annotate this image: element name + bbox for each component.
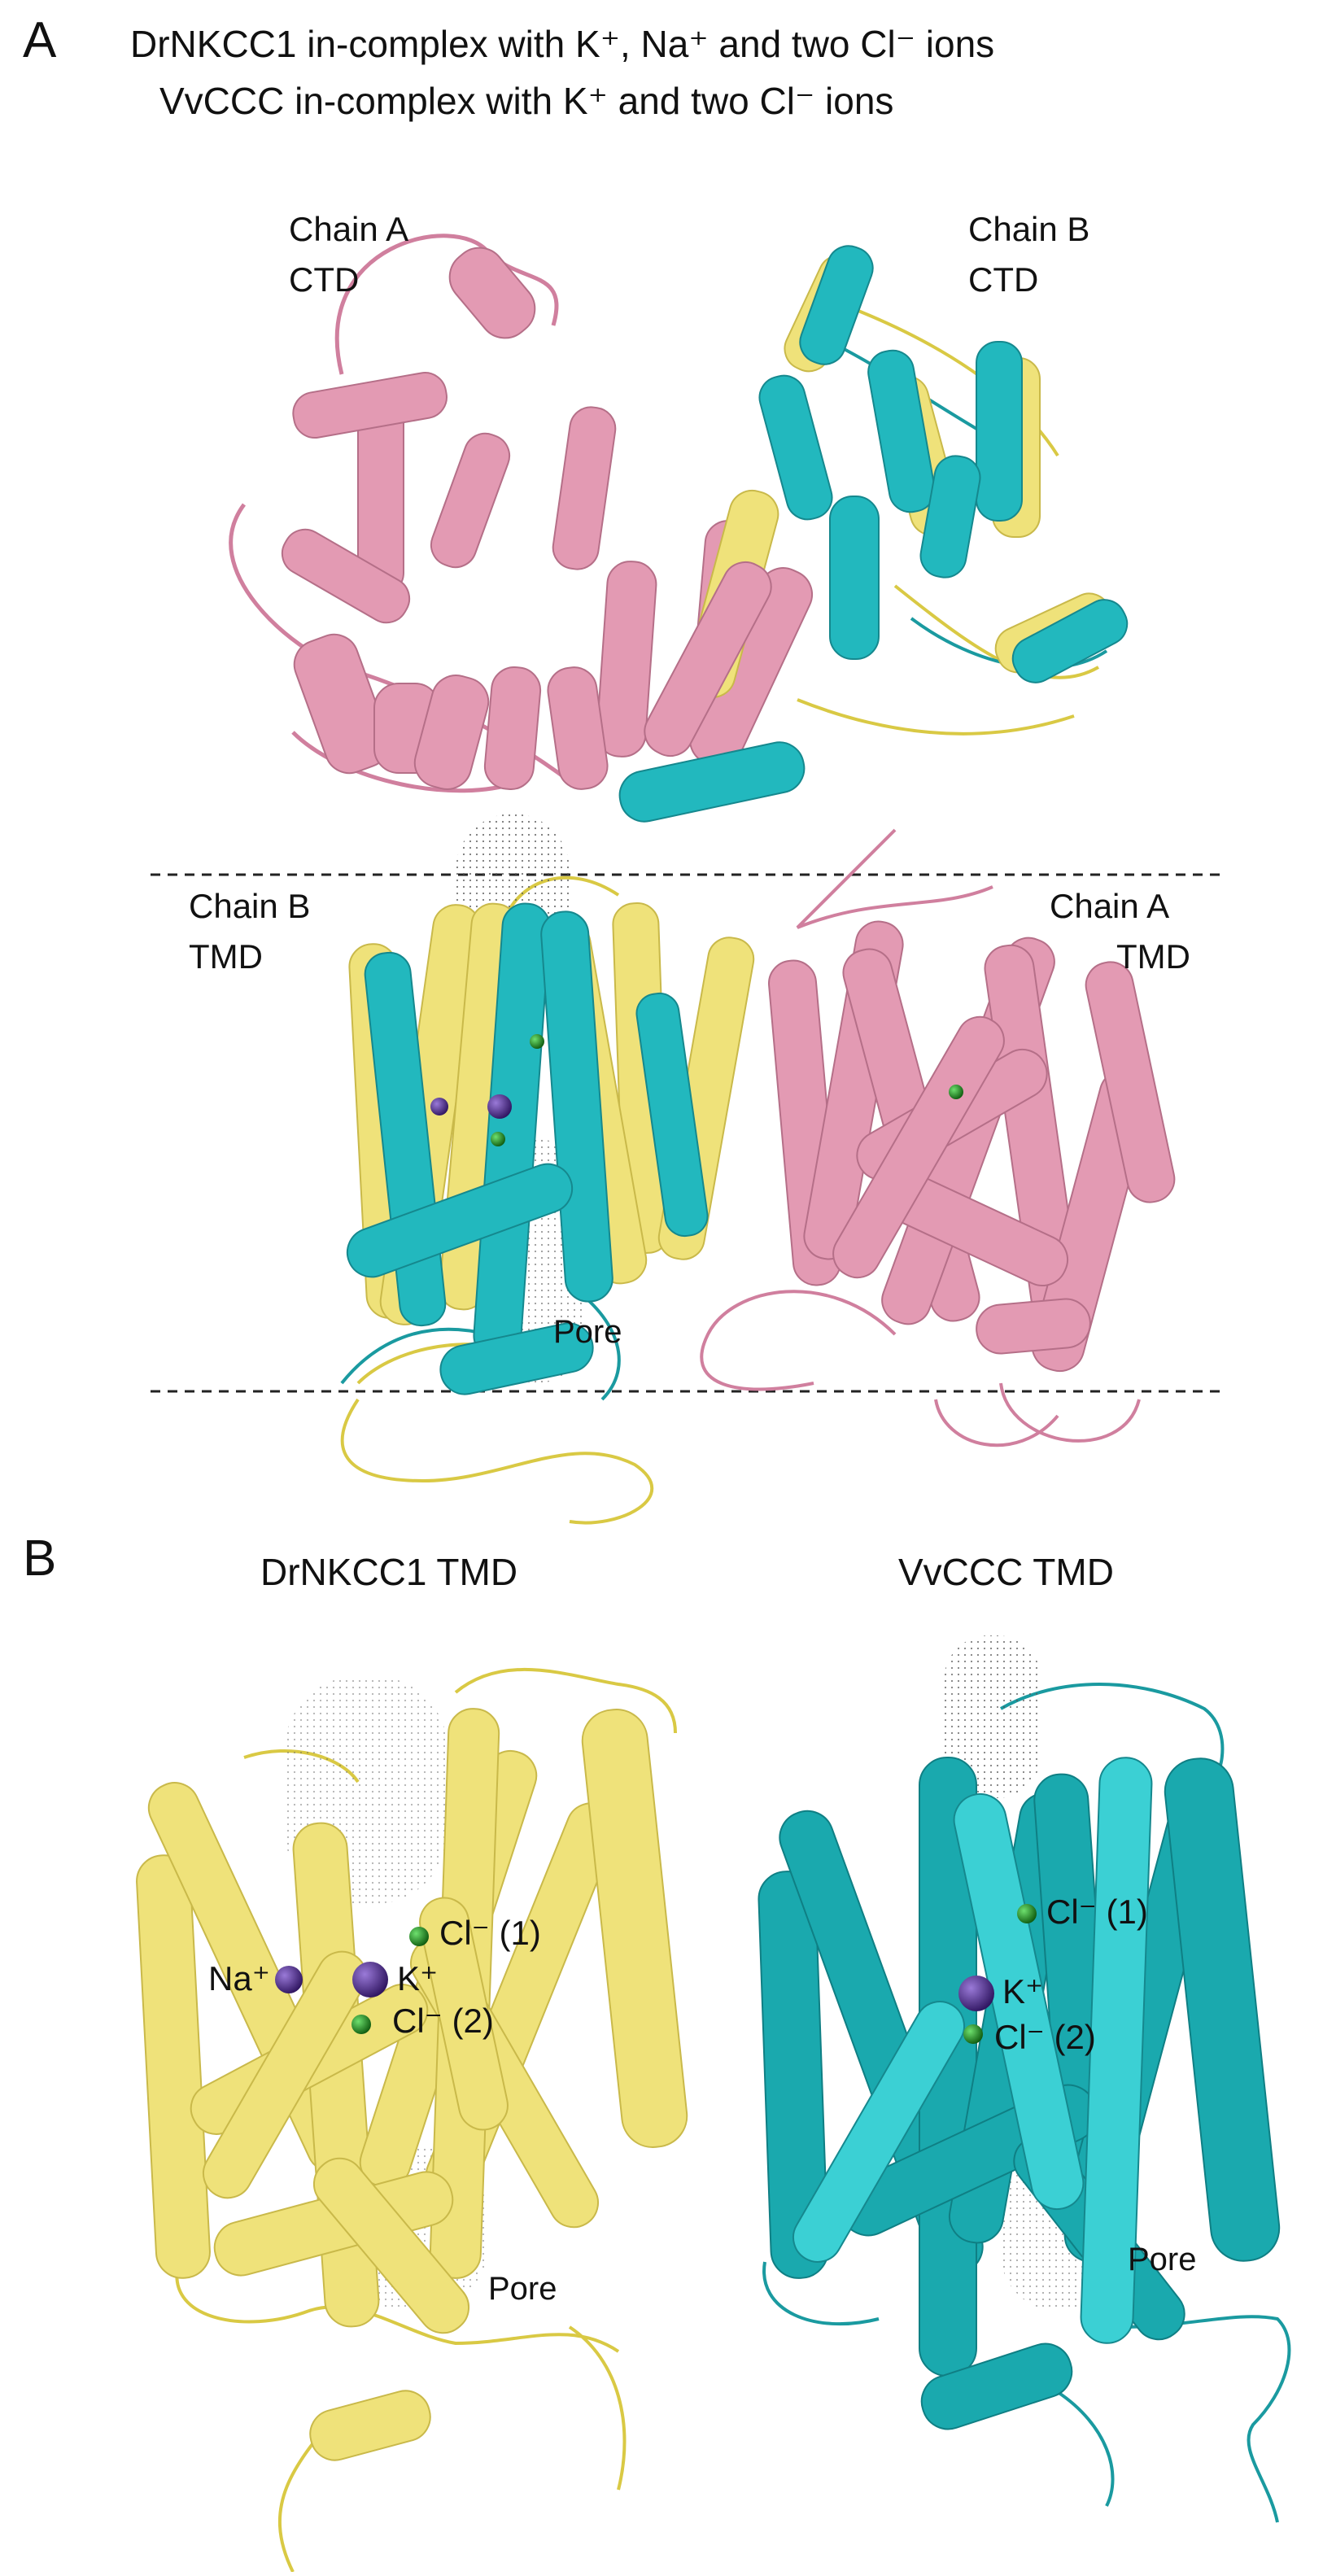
- drnkcc1-k-ion: [352, 1962, 388, 1997]
- panel-a-title-line1: DrNKCC1 in-complex with K⁺, Na⁺ and two …: [130, 23, 995, 65]
- panel-a-letter: A: [23, 12, 57, 68]
- chain-a-tmd-label-2: TMD: [1116, 937, 1190, 976]
- chain-b-tmd-label-2: TMD: [189, 937, 263, 976]
- vvccc-tmd-title: VvCCC TMD: [898, 1551, 1114, 1593]
- chain-b-cl1-ion: [530, 1034, 544, 1049]
- vvccc-loops: [762, 1683, 1291, 2523]
- drnkcc1-na-label: Na⁺: [208, 1959, 270, 1997]
- drnkcc1-k-label: K⁺: [397, 1959, 439, 1997]
- vvccc-k-label: K⁺: [1002, 1972, 1044, 2011]
- chain-b-k-ion: [487, 1094, 512, 1119]
- panel-b-letter: B: [23, 1530, 57, 1587]
- vvccc-cl1-label: Cl⁻ (1): [1046, 1893, 1148, 1931]
- vvccc-k-ion: [958, 1976, 994, 2011]
- chain-a-ctd-label-2: CTD: [289, 260, 360, 299]
- drnkcc1-cl1-ion: [409, 1927, 429, 1946]
- chain-b-tmd: [340, 814, 755, 1525]
- drnkcc1-cl2-ion: [351, 2015, 371, 2034]
- panel-b-drnkcc1-structure: [136, 1668, 688, 2573]
- panel-a-structure: [151, 234, 1220, 1525]
- chain-a-cl-ion: [949, 1085, 963, 1099]
- chain-a-tmd-loop: [700, 828, 1141, 1447]
- vvccc-cl2-label: Cl⁻ (2): [994, 2018, 1096, 2056]
- panel-a-pore-label: Pore: [553, 1314, 622, 1350]
- chain-b-ctd-label-1: Chain B: [968, 210, 1090, 248]
- chain-b-tmd-label-1: Chain B: [189, 887, 311, 925]
- chain-b-na-ion: [430, 1098, 448, 1116]
- chain-a-tmd-label-1: Chain A: [1050, 887, 1170, 925]
- panel-b-vvccc-structure: [758, 1635, 1291, 2523]
- chain-b-cl2-ion: [491, 1132, 505, 1146]
- vvccc-cl2-ion: [963, 2024, 983, 2044]
- drnkcc1-na-ion: [275, 1966, 303, 1993]
- drnkcc1-pore-label: Pore: [488, 2271, 557, 2307]
- vvccc-pore-label: Pore: [1128, 2242, 1197, 2277]
- chain-a-ctd-label-1: Chain A: [289, 210, 409, 248]
- chain-a-tmd: [700, 828, 1176, 1447]
- vvccc-cl1-ion: [1017, 1904, 1037, 1923]
- vvccc-pore-density: [944, 1635, 1041, 1798]
- ctd-dimer: [229, 234, 1129, 823]
- drnkcc1-tmd-title: DrNKCC1 TMD: [260, 1551, 518, 1593]
- panel-a-title-line2: VvCCC in-complex with K⁺ and two Cl⁻ ion…: [159, 80, 894, 122]
- drnkcc1-cl1-label: Cl⁻ (1): [439, 1914, 541, 1952]
- chain-b-ctd-label-2: CTD: [968, 260, 1039, 299]
- drnkcc1-cl2-label: Cl⁻ (2): [392, 2002, 494, 2040]
